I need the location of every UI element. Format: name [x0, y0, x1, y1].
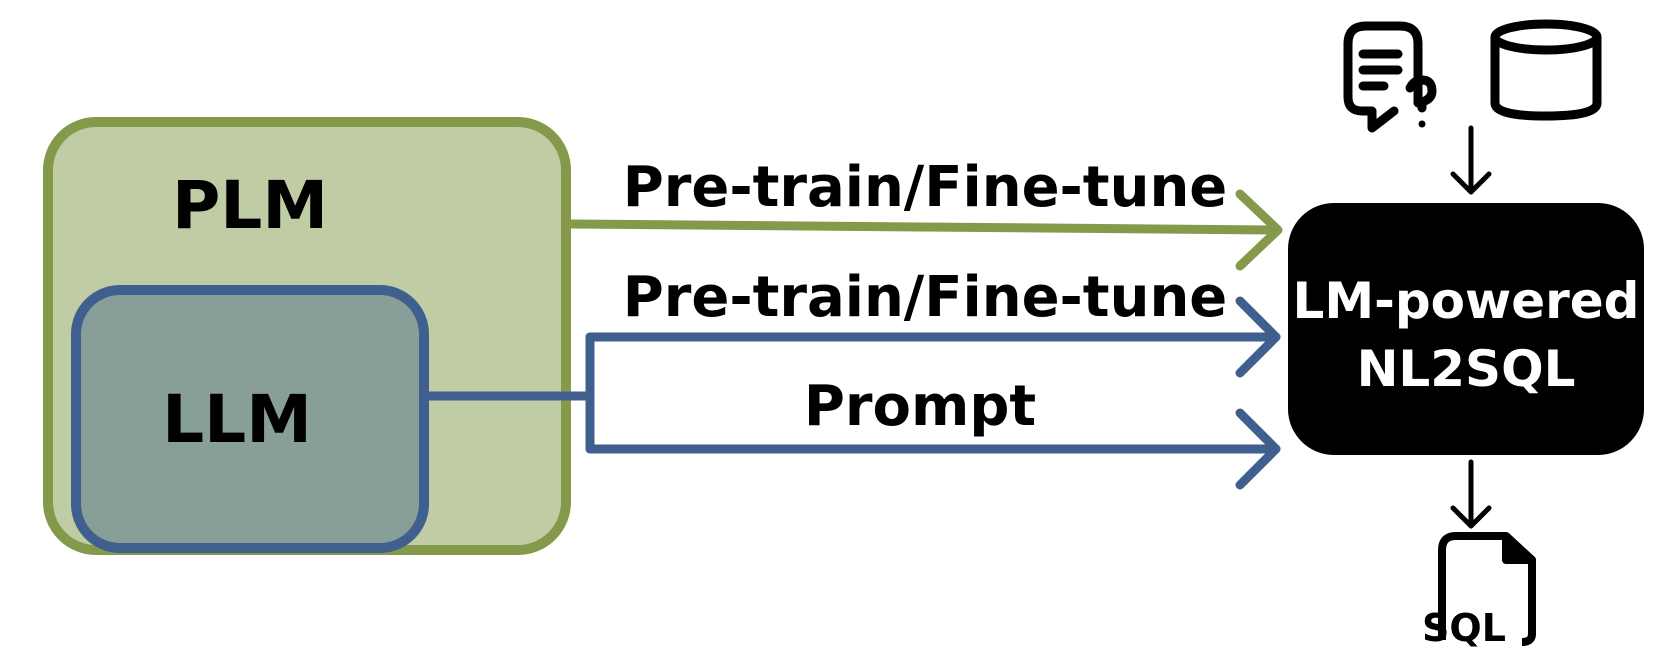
- database-icon: [1490, 19, 1602, 121]
- plm-pretrain-label: Pre-train/Fine-tune: [623, 155, 1228, 220]
- sql-file-icon: [1438, 532, 1536, 646]
- plm-label: PLM: [172, 167, 328, 244]
- plm-pretrain-arrow: [566, 189, 1283, 271]
- input-down-arrow: [1450, 125, 1492, 195]
- sql-file-label: SQL: [1422, 606, 1506, 650]
- nl2sql-box: [1288, 203, 1644, 455]
- chat-question-icon: [1343, 21, 1437, 133]
- llm-prompt-label: Prompt: [804, 374, 1036, 439]
- nl2sql-label-line2: NL2SQL: [1357, 340, 1576, 398]
- llm-pretrain-label: Pre-train/Fine-tune: [623, 265, 1228, 330]
- llm-label: LLM: [162, 381, 312, 458]
- llm-pretrain-arrowhead: [1235, 296, 1281, 378]
- llm-arrows: [419, 296, 1281, 490]
- output-down-arrow: [1450, 459, 1492, 529]
- nl2sql-label-line1: LM-powered: [1293, 272, 1640, 330]
- llm-box: [71, 285, 429, 553]
- llm-prompt-arrowhead: [1235, 408, 1281, 490]
